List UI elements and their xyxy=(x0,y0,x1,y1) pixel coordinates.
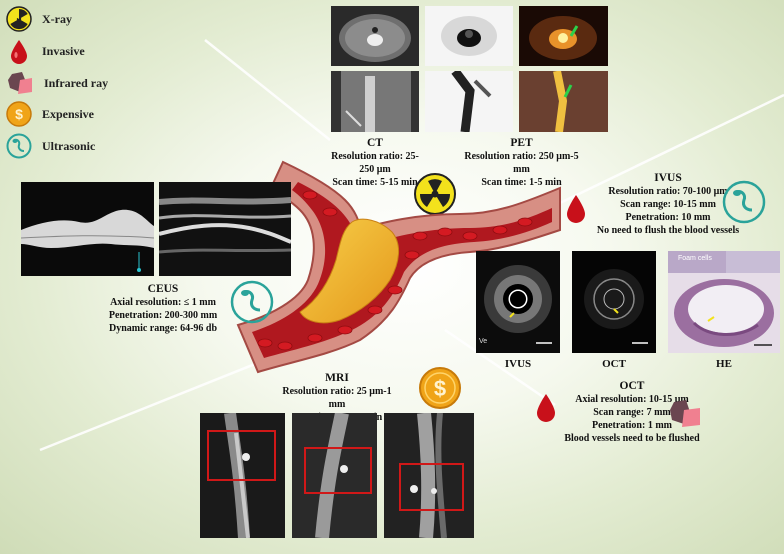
ivus-flush-note: No need to flush the blood vessels xyxy=(596,225,740,236)
pet-axial-image xyxy=(425,6,513,66)
pet-sagittal-image xyxy=(425,71,513,132)
foam-cells-label: Foam cells xyxy=(678,255,712,262)
ultrasound-probe-icon xyxy=(6,133,32,159)
svg-text:$: $ xyxy=(15,106,23,122)
mri-region-box xyxy=(207,430,276,481)
oct-panel-label: OCT xyxy=(602,358,626,370)
ivus-scan-range: Scan range: 10-15 mm xyxy=(620,199,716,210)
ct-scan-time: Scan time: 5-15 min xyxy=(332,177,418,188)
he-panel-label: HE xyxy=(716,358,732,370)
oct-penetration: Penetration: 1 mm xyxy=(592,420,672,431)
oct-title: OCT xyxy=(619,380,645,392)
legend-item-infrared: Infrared ray xyxy=(6,70,108,96)
ceus-title: CEUS xyxy=(147,283,179,295)
legend-item-invasive: Invasive xyxy=(6,38,85,64)
mri-image-1 xyxy=(200,413,285,538)
ceus-caption: CEUS Axial resolution: ≤ 1 mm Penetratio… xyxy=(100,283,226,335)
dollar-coin-icon: $ xyxy=(6,101,32,127)
pet-caption: PET Resolution ratio: 250 μm-5 mm Scan t… xyxy=(455,137,588,189)
ivus-ve-label: Ve xyxy=(479,338,488,345)
legend-item-ultrasonic: Ultrasonic xyxy=(6,133,95,159)
ct-pet-image-grid xyxy=(331,6,608,132)
oct-caption: OCT Axial resolution: 10-15 μm Scan rang… xyxy=(552,380,712,445)
svg-text:$: $ xyxy=(434,376,446,401)
legend-item-xray: X-ray xyxy=(6,6,72,32)
blood-drop-icon xyxy=(537,394,555,422)
fused-sagittal-image xyxy=(519,71,608,132)
ultrasound-probe-icon xyxy=(230,280,274,324)
ivus-penetration: Penetration: 10 mm xyxy=(625,212,711,223)
ceus-axial-resolution: Axial resolution: ≤ 1 mm xyxy=(110,297,216,308)
oct-scan-range: Scan range: 7 mm xyxy=(593,407,671,418)
ceus-dynamic-range: Dynamic range: 64-96 db xyxy=(108,323,218,334)
mri-title: MRI xyxy=(325,372,349,384)
legend-label: Expensive xyxy=(42,106,95,121)
dollar-coin-icon: $ xyxy=(419,367,461,409)
legend-label: Invasive xyxy=(42,43,85,58)
ultrasound-probe-icon xyxy=(722,180,766,224)
oct-flush-note: Blood vessels need to be flushed xyxy=(564,433,700,444)
pet-title: PET xyxy=(510,137,533,149)
ct-resolution: Resolution ratio: 25-250 μm xyxy=(331,151,419,175)
ivus-panel-label: IVUS xyxy=(504,358,532,370)
ct-axial-image xyxy=(331,6,419,66)
ceus-contrast-image xyxy=(21,182,154,276)
ct-caption: CT Resolution ratio: 25-250 μm Scan time… xyxy=(328,137,422,189)
ivus-resolution: Resolution ratio: 70-100 μm xyxy=(608,186,728,197)
mri-image-3 xyxy=(384,413,474,538)
infrared-icon xyxy=(8,72,32,94)
legend-label: X-ray xyxy=(42,11,72,26)
mri-region-box xyxy=(399,463,464,511)
mri-resolution: Resolution ratio: 25 μm-1 mm xyxy=(282,386,392,410)
legend-label: Infrared ray xyxy=(44,75,109,90)
infrared-icon xyxy=(670,400,700,427)
ct-title: CT xyxy=(367,137,383,149)
pet-scan-time: Scan time: 1-5 min xyxy=(481,177,562,188)
legend-label: Ultrasonic xyxy=(42,138,96,153)
fused-axial-image xyxy=(519,6,608,66)
ivus-title: IVUS xyxy=(654,172,682,184)
legend-item-expensive: $ Expensive xyxy=(6,101,94,127)
radiation-icon xyxy=(6,6,32,32)
ceus-bmode-image xyxy=(159,182,291,276)
blood-drop-icon xyxy=(567,195,585,223)
oct-image xyxy=(572,251,656,353)
ceus-penetration: Penetration: 200-300 mm xyxy=(108,310,218,321)
pet-resolution: Resolution ratio: 250 μm-5 mm xyxy=(464,151,579,175)
mri-image-2 xyxy=(292,413,377,538)
mri-region-box xyxy=(304,447,372,494)
he-histology-image: Foam cells xyxy=(668,251,780,353)
ct-sagittal-image xyxy=(331,71,419,132)
ivus-image: Ve xyxy=(476,251,560,353)
blood-drop-icon xyxy=(11,40,27,64)
oct-axial-resolution: Axial resolution: 10-15 μm xyxy=(575,394,689,405)
ivus-caption: IVUS Resolution ratio: 70-100 μm Scan ra… xyxy=(584,172,752,237)
